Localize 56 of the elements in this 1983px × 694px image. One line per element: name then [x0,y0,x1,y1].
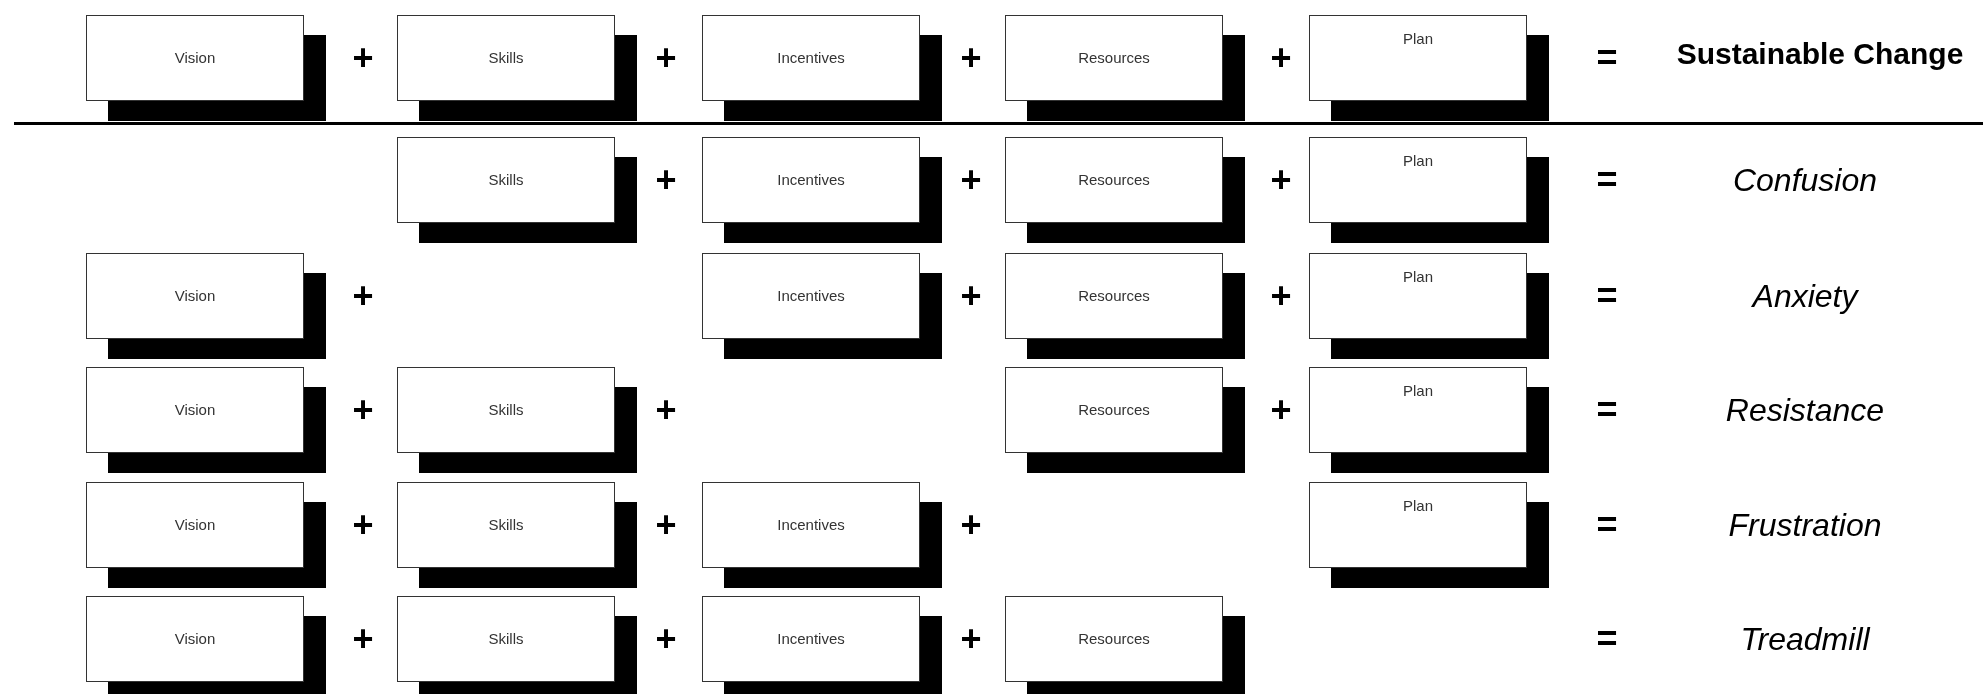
equals-sign: = [1596,40,1618,76]
result-heading: Sustainable Change [1675,36,1965,73]
factor-label: Resources [1078,285,1150,306]
factor-label: Incentives [777,628,845,649]
factor-label: Resources [1078,169,1150,190]
plus-sign: + [1270,162,1292,198]
factor-label: Skills [488,514,524,535]
factor-label: Incentives [777,169,845,190]
equals-sign: = [1596,162,1618,198]
factor-label: Vision [174,514,216,535]
plus-sign: + [1270,278,1292,314]
factor-label: Vision [174,47,216,68]
factor-label: Incentives [777,514,845,535]
factor-label: Resources [1078,47,1150,68]
factor-label: Plan [1403,29,1433,49]
factor-label: Plan [1403,496,1433,516]
plus-sign: + [352,40,374,76]
plus-sign: + [960,162,982,198]
equals-sign: = [1596,392,1618,428]
result-label: Confusion [1732,164,1878,196]
factor-label: Skills [488,628,524,649]
factor-label: Plan [1403,267,1433,287]
factor-label: Resources [1078,399,1150,420]
plus-sign: + [960,621,982,657]
plus-sign: + [960,278,982,314]
factor-label: Plan [1403,151,1433,171]
factor-label: Plan [1403,381,1433,401]
equals-sign: = [1596,278,1618,314]
factor-label: Skills [488,47,524,68]
plus-sign: + [960,40,982,76]
plus-sign: + [960,507,982,543]
plus-sign: + [352,392,374,428]
equals-sign: = [1596,621,1618,657]
factor-label: Resources [1078,628,1150,649]
factor-label: Incentives [777,47,845,68]
result-label: Resistance [1725,394,1885,426]
factor-label: Vision [174,628,216,649]
plus-sign: + [655,162,677,198]
plus-sign: + [655,621,677,657]
factor-label: Incentives [777,285,845,306]
result-label: Frustration [1728,509,1882,541]
plus-sign: + [352,278,374,314]
factor-label: Skills [488,169,524,190]
plus-sign: + [352,621,374,657]
equals-sign: = [1596,507,1618,543]
plus-sign: + [655,40,677,76]
plus-sign: + [1270,40,1292,76]
factor-label: Vision [174,399,216,420]
plus-sign: + [352,507,374,543]
plus-sign: + [655,507,677,543]
factor-label: Vision [174,285,216,306]
result-label: Anxiety [1752,280,1858,312]
plus-sign: + [655,392,677,428]
result-label: Treadmill [1740,623,1870,655]
factor-label: Skills [488,399,524,420]
plus-sign: + [1270,392,1292,428]
